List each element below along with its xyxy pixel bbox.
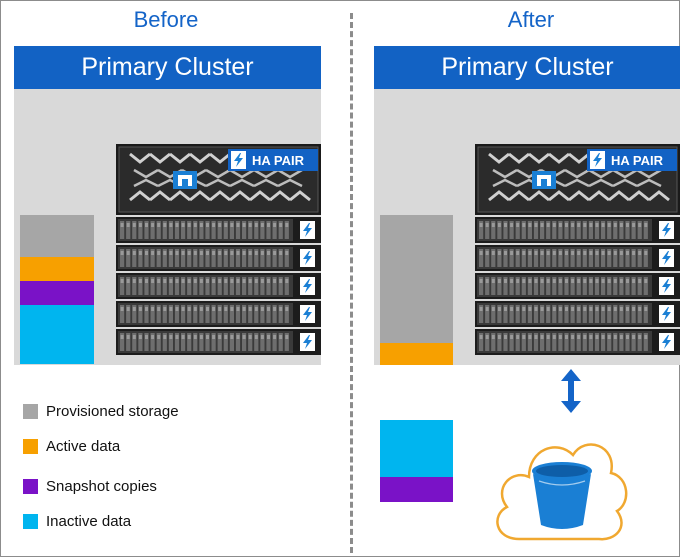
- ha-pair-badge: HA PAIR: [228, 149, 318, 171]
- disk-shelf: [116, 245, 321, 271]
- stack-segment-snapshot: [20, 281, 94, 305]
- after-storage-hardware: HA PAIR: [475, 144, 680, 355]
- lightning-icon: [300, 333, 315, 351]
- legend-label-provisioned: Provisioned storage: [46, 403, 179, 420]
- lightning-icon: [590, 151, 605, 169]
- stack-segment-active: [380, 343, 453, 365]
- after-primary-cluster-banner: Primary Cluster: [374, 46, 680, 89]
- lightning-icon: [659, 333, 674, 351]
- bucket-icon: [532, 462, 592, 529]
- after-heading: After: [507, 7, 555, 32]
- double-arrow-icon: [561, 369, 581, 413]
- before-storage-hardware: HA PAIR: [116, 144, 321, 355]
- disk-shelf: [116, 273, 321, 299]
- before-heading: Before: [133, 7, 199, 32]
- disk-shelf: [475, 217, 680, 243]
- legend-label-snapshot: Snapshot copies: [46, 478, 157, 495]
- legend-swatch-inactive: [23, 514, 38, 529]
- cloud-icon: [496, 443, 628, 541]
- ha-pair-badge: HA PAIR: [587, 149, 677, 171]
- lightning-icon: [300, 221, 315, 239]
- legend-label-inactive: Inactive data: [46, 513, 132, 530]
- column-divider: [350, 13, 353, 553]
- legend-swatch-snapshot: [23, 479, 38, 494]
- stack-segment-inactive: [380, 420, 453, 477]
- ha-pair-label: HA PAIR: [252, 153, 305, 168]
- legend-swatch-active: [23, 439, 38, 454]
- disk-shelf: [475, 273, 680, 299]
- legend-label-active: Active data: [46, 438, 121, 455]
- after-storage-stack: [380, 215, 453, 365]
- before-primary-cluster-banner: Primary Cluster: [14, 46, 321, 89]
- lightning-icon: [659, 305, 674, 323]
- stack-segment-inactive: [20, 305, 94, 364]
- netapp-logo-icon: [532, 171, 556, 189]
- before-storage-stack: [20, 215, 94, 364]
- lightning-icon: [659, 221, 674, 239]
- stack-segment-active: [20, 257, 94, 281]
- legend-swatch-provisioned: [23, 404, 38, 419]
- stack-segment-provisioned: [380, 215, 453, 343]
- lightning-icon: [300, 305, 315, 323]
- lightning-icon: [300, 249, 315, 267]
- netapp-logo-icon: [173, 171, 197, 189]
- lightning-icon: [300, 277, 315, 295]
- ha-pair-label: HA PAIR: [611, 153, 664, 168]
- disk-shelf: [116, 217, 321, 243]
- stack-segment-provisioned: [20, 215, 94, 257]
- disk-shelf: [116, 329, 321, 355]
- controller-bezel-mesh: [488, 152, 670, 202]
- disk-shelf: [475, 245, 680, 271]
- lightning-icon: [231, 151, 246, 169]
- stack-segment-snapshot: [380, 477, 453, 502]
- disk-shelf: [475, 329, 680, 355]
- lightning-icon: [659, 277, 674, 295]
- tiered-storage-stack: [380, 420, 453, 502]
- lightning-icon: [659, 249, 674, 267]
- disk-shelf: [475, 301, 680, 327]
- disk-shelf: [116, 301, 321, 327]
